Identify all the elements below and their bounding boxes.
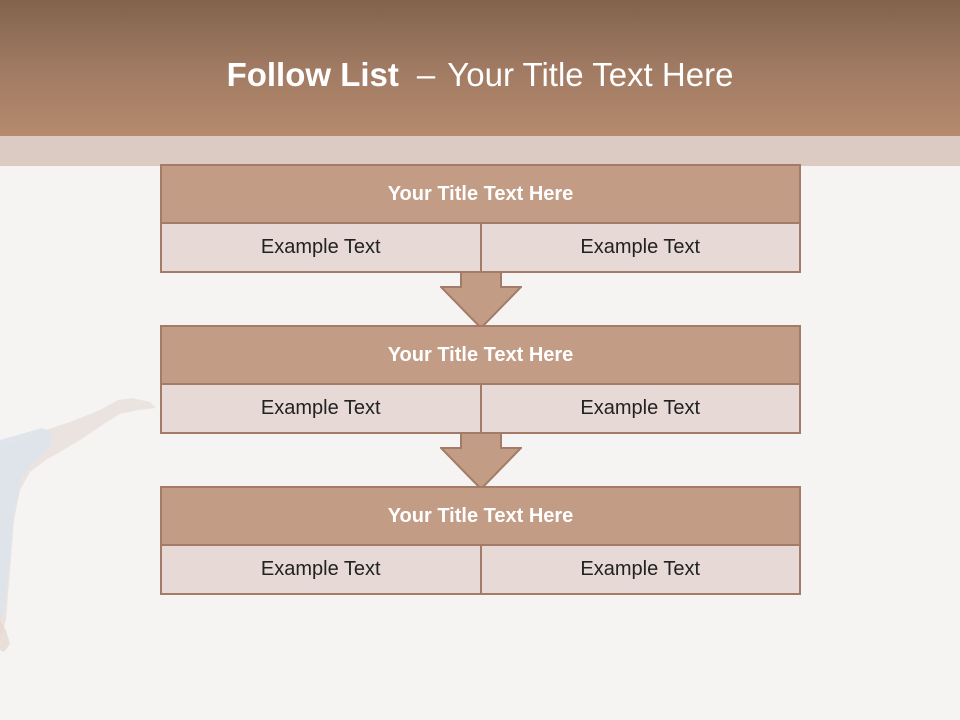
list-block-3: Your Title Text Here Example Text Exampl…: [160, 486, 801, 595]
block-cell-left: Example Text: [162, 224, 482, 271]
slide-title-bold: Follow List: [226, 56, 399, 93]
block-cell-left: Example Text: [162, 385, 482, 432]
slide-title: Follow List–Your Title Text Here: [0, 56, 960, 94]
presenter-hand-image: [0, 398, 156, 652]
block-title: Your Title Text Here: [162, 327, 799, 385]
slide-title-rest: Your Title Text Here: [447, 56, 734, 93]
list-block-2: Your Title Text Here Example Text Exampl…: [160, 325, 801, 434]
block-cell-right: Example Text: [481, 546, 799, 593]
block-row: Example Text Example Text: [162, 385, 799, 432]
down-arrow-icon: [440, 271, 522, 329]
list-block-1: Your Title Text Here Example Text Exampl…: [160, 164, 801, 273]
block-cell-left: Example Text: [162, 546, 482, 593]
block-row: Example Text Example Text: [162, 546, 799, 593]
header-sub-band: [0, 136, 960, 166]
slide-title-dash: –: [416, 56, 436, 93]
block-cell-right: Example Text: [481, 385, 799, 432]
header-band: [0, 0, 960, 136]
down-arrow-icon: [440, 432, 522, 490]
block-title: Your Title Text Here: [162, 166, 799, 224]
block-title: Your Title Text Here: [162, 488, 799, 546]
block-row: Example Text Example Text: [162, 224, 799, 271]
block-cell-right: Example Text: [481, 224, 799, 271]
